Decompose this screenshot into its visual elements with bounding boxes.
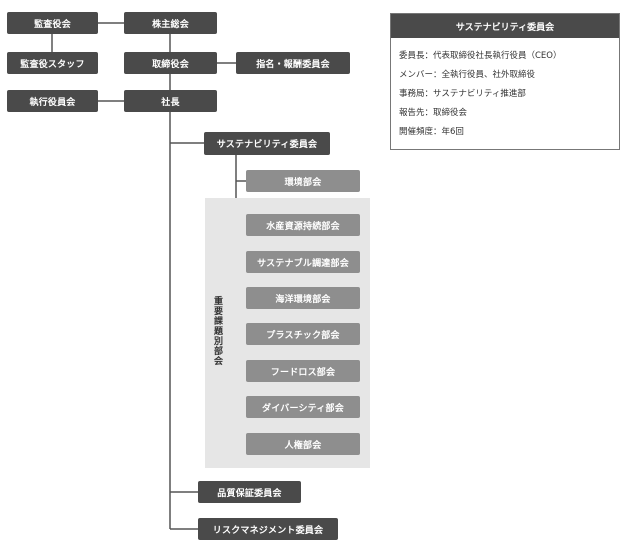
president-box: 社長 — [124, 90, 217, 112]
nomination-committee-box: 指名・報酬委員会 — [236, 52, 350, 74]
panel-line-secretariat: 事務局：サステナビリティ推進部 — [399, 89, 526, 99]
subcommittee-box: ダイバーシティ部会 — [246, 396, 360, 418]
environment-subcommittee-box: 環境部会 — [246, 170, 360, 192]
subcommittee-box: 人権部会 — [246, 433, 360, 455]
shareholders-box: 株主総会 — [124, 12, 217, 34]
board-box: 取締役会 — [124, 52, 217, 74]
committee-info-panel: サステナビリティ委員会 委員長：代表取締役社長執行役員（CEO） メンバー：全執… — [390, 13, 620, 150]
audit-board-box: 監査役会 — [7, 12, 98, 34]
quality-committee-box: 品質保証委員会 — [198, 481, 301, 503]
subcommittee-box: 海洋環境部会 — [246, 287, 360, 309]
panel-line-frequency: 開催頻度：年6回 — [399, 127, 464, 137]
subcommittee-box: 水産資源持続部会 — [246, 214, 360, 236]
sustainability-committee-box: サステナビリティ委員会 — [204, 132, 330, 155]
panel-line-chair: 委員長：代表取締役社長執行役員（CEO） — [399, 51, 562, 61]
subcommittee-group-label: 重要課題別部会 — [212, 296, 222, 366]
panel-line-reports-to: 報告先：取締役会 — [399, 108, 468, 118]
audit-staff-box: 監査役スタッフ — [7, 52, 98, 74]
subcommittee-box: プラスチック部会 — [246, 323, 360, 345]
panel-line-members: メンバー：全執行役員、社外取締役 — [399, 70, 536, 80]
risk-committee-box: リスクマネジメント委員会 — [198, 518, 338, 540]
subcommittee-box: フードロス部会 — [246, 360, 360, 382]
subcommittee-box: サステナブル調達部会 — [246, 251, 360, 273]
executive-officers-box: 執行役員会 — [7, 90, 98, 112]
panel-title: サステナビリティ委員会 — [391, 14, 619, 38]
